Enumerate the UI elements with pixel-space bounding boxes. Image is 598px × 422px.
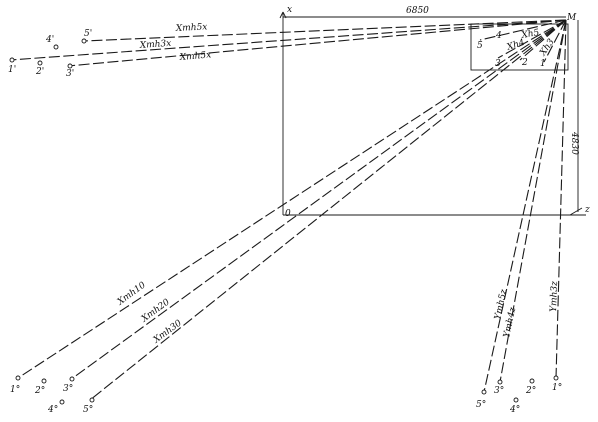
point-br-1 [553,375,559,381]
pt-label-top-1: 1' [8,65,16,75]
pt-label-br-1: 1° [552,383,562,393]
ray-right-3 [555,19,567,379]
point-br-3 [497,379,503,385]
point-bl-3 [69,376,75,382]
label-low-3: Xmh30 [151,318,184,346]
pt-label-inner-1: 1 [540,59,546,69]
label-right-3: Ymh3z [549,281,560,312]
pt-label-inner-2: 2 [521,58,528,68]
pt-label-bl-2: 2° [34,386,45,396]
point-br-5 [481,389,487,395]
corner-label: M [566,13,577,23]
label-inner-1: Xh5 [520,28,541,41]
ray-low-3 [89,19,567,401]
point-br-4 [513,397,519,403]
pt-label-inner-5: 5 [477,41,483,51]
pt-label-br-3: 3° [494,386,504,396]
point-bl-5 [89,397,95,403]
width-dimension: 6850 [406,6,429,16]
z-axis-tick [569,207,583,216]
label-top-lower: Xmh5x [178,50,211,63]
ray-inner-2 [497,19,567,59]
label-top-upper: Xmh5x [175,22,208,34]
point-top-1 [9,57,15,63]
ray-low-1 [17,19,567,379]
pt-label-top-4: 4' [45,35,54,45]
label-low-1: Xmh10 [115,280,148,308]
ray-inner-4 [543,19,567,63]
pt-label-br-5: 5° [476,400,486,410]
point-top-4 [53,44,59,50]
pt-label-bl-1: 1° [10,385,20,395]
axis-label-x: x [287,5,292,15]
pt-label-bl-5: 5° [83,405,93,415]
ray-top-upper [83,19,567,42]
point-br-2 [529,378,535,384]
pt-label-bl-4: 4° [47,405,58,415]
ray-low-2 [69,19,567,381]
axis-label-z: z [584,205,590,215]
label-top-mid: Xmh3x [139,39,172,51]
pt-label-inner-4: 4 [495,31,502,41]
ray-right-2 [499,19,567,383]
height-dimension: 4830 [569,131,579,155]
point-top-5 [81,38,87,44]
pt-label-inner-3: 3 [495,59,501,69]
pt-label-top-3: 3' [66,69,74,79]
ray-inner-1 [479,19,567,41]
pt-label-top-2: 2' [35,67,44,77]
x-axis-arrow [279,11,284,19]
origin-label: 0 [285,209,291,219]
pt-label-top-5: 5' [84,29,92,39]
label-low-2: Xmh20 [139,297,172,325]
pt-label-br-4: 4° [509,405,520,415]
ray-top-mid [9,19,567,61]
ray-top-lower [67,19,567,67]
point-bl-4 [59,399,65,405]
point-top-2 [37,60,43,66]
point-top-3 [67,63,73,69]
point-bl-2 [41,378,47,384]
ray-right-1 [483,19,567,393]
pt-label-br-2: 2° [525,386,536,396]
point-bl-1 [15,375,21,381]
pt-label-bl-3: 3° [63,384,73,394]
x-axis-arrow-2 [282,11,287,19]
